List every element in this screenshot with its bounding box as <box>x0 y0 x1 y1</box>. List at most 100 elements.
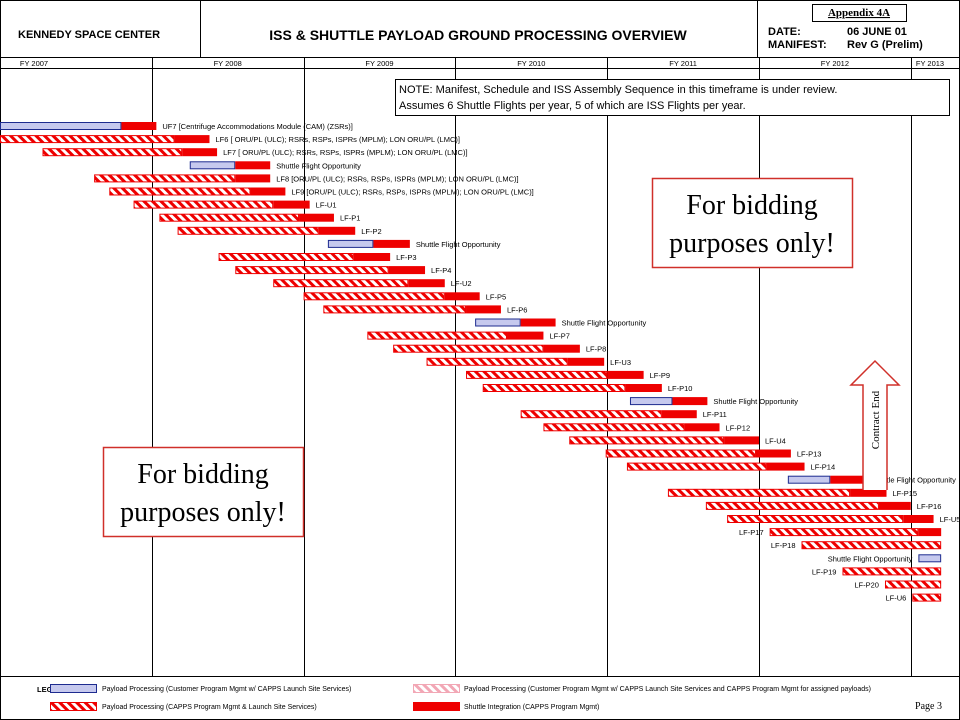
appendix-box <box>812 4 907 22</box>
capps-processing-bar <box>466 370 608 379</box>
capps-processing-bar <box>667 488 851 497</box>
note-line-2: Assumes 6 Shuttle Flights per year, 5 of… <box>399 100 746 112</box>
row-label: LF-P1 <box>340 214 360 223</box>
axis-tick-label: FY 2012 <box>821 59 849 68</box>
capps-processing-bar <box>569 436 725 445</box>
manifest-value: Rev G (Prelim) <box>847 39 923 51</box>
header: KENNEDY SPACE CENTER ISS & SHUTTLE PAYLO… <box>0 0 960 58</box>
watermark-box <box>651 177 854 269</box>
capps-processing-bar <box>218 253 354 261</box>
shuttle-integration-bar <box>520 318 556 327</box>
capps-processing-bar <box>912 593 942 602</box>
capps-processing-bar <box>482 384 626 392</box>
legend-swatch-capps <box>50 702 97 711</box>
row-label: LF-U2 <box>451 279 472 288</box>
row-label: LF-P4 <box>431 266 451 275</box>
capps-processing-bar <box>884 580 942 589</box>
axis-tick-label: FY 2009 <box>365 59 393 68</box>
shuttle-integration-bar <box>235 174 271 183</box>
row-label: LF-P9 <box>650 371 670 380</box>
shuttle-integration-bar <box>607 370 644 379</box>
shuttle-integration-bar <box>684 423 720 432</box>
shuttle-integration-bar <box>830 475 866 484</box>
capps-processing-bar <box>605 449 756 458</box>
row-label: Shuttle Flight Opportunity <box>828 554 913 563</box>
page-title: ISS & SHUTTLE PAYLOAD GROUND PROCESSING … <box>269 27 687 43</box>
customer-processing-bar <box>475 318 521 327</box>
watermark-box <box>102 446 305 538</box>
row-label: LF-P19 <box>812 567 837 576</box>
note-box <box>395 79 950 116</box>
row-label: LF-U5 <box>940 515 960 524</box>
axis-tick-label: FY 2010 <box>517 59 545 68</box>
row-label: Shuttle Flight Opportunity <box>276 161 361 170</box>
shuttle-integration-bar <box>121 122 157 130</box>
watermark-top-right: For bidding purposes only! <box>651 177 854 269</box>
shuttle-integration-bar <box>507 331 544 340</box>
watermark-line-1: For bidding <box>686 190 817 221</box>
shuttle-integration-bar <box>174 135 210 144</box>
org-name: KENNEDY SPACE CENTER <box>18 29 160 41</box>
capps-processing-bar <box>426 357 568 366</box>
capps-processing-bar <box>769 528 919 537</box>
shuttle-integration-bar <box>318 226 356 235</box>
row-label: LF-P14 <box>811 463 836 472</box>
shuttle-integration-bar <box>235 161 271 170</box>
appendix-label: Appendix 4A <box>828 7 890 19</box>
shuttle-integration-bar <box>408 279 445 288</box>
row-label: LF-P10 <box>668 384 693 393</box>
row-label: LF-U6 <box>885 594 906 603</box>
row-label: LF-U4 <box>765 436 786 445</box>
capps-processing-bar <box>0 135 175 144</box>
capps-processing-bar <box>393 344 544 353</box>
capps-processing-bar <box>842 567 942 576</box>
page-number: Page 3 <box>915 701 942 712</box>
watermark-line-1: For bidding <box>137 459 268 490</box>
shuttle-integration-bar <box>543 344 580 353</box>
legend-swatch-customer <box>50 684 97 693</box>
capps-processing-bar <box>705 501 879 510</box>
capps-processing-bar <box>235 266 389 275</box>
watermark-line-2: purposes only! <box>120 497 286 528</box>
capps-processing-bar <box>801 541 942 550</box>
axis-tick-label: FY 2007 <box>20 59 48 68</box>
row-label: LF-P11 <box>703 410 727 419</box>
capps-processing-bar <box>177 226 319 235</box>
customer-processing-bar <box>918 554 942 563</box>
up-arrow-icon <box>849 359 901 490</box>
row-label: LF7 [ ORU/PL (ULC); RSRs, RSPs, ISPRs (M… <box>223 148 467 157</box>
shuttle-integration-bar <box>918 528 942 537</box>
shuttle-integration-bar <box>353 253 391 261</box>
customer-processing-bar <box>327 239 374 248</box>
row-label: Shuttle Flight Opportunity <box>416 240 501 249</box>
legend-item-customer: Payload Processing (Customer Program Mgm… <box>102 686 351 693</box>
capps-processing-bar <box>133 200 274 209</box>
customer-processing-bar <box>787 475 831 484</box>
shuttle-integration-bar <box>755 449 791 458</box>
manifest-label: MANIFEST: <box>768 39 827 51</box>
date-value: 06 JUNE 01 <box>847 26 907 38</box>
row-label: LF-P5 <box>486 292 506 301</box>
capps-processing-bar <box>42 148 183 157</box>
capps-processing-bar <box>109 187 251 196</box>
row-label: Shuttle Flight Opportunity <box>713 397 798 406</box>
note-line-1: NOTE: Manifest, Schedule and ISS Assembl… <box>399 84 837 96</box>
row-label: LF-P20 <box>854 581 879 590</box>
watermark-line-2: purposes only! <box>669 228 835 259</box>
shuttle-integration-bar <box>273 200 310 209</box>
capps-processing-bar <box>520 410 662 419</box>
customer-processing-bar <box>189 161 236 170</box>
legend-item-customer-capps: Payload Processing (Customer Program Mgm… <box>464 686 871 693</box>
row-label: Shuttle Flight Opportunity <box>871 476 956 485</box>
shuttle-integration-bar <box>661 410 697 419</box>
contract-end-label: Contract End <box>870 390 882 449</box>
legend: LEGEND: Payload Processing (Customer Pro… <box>0 676 960 712</box>
shuttle-integration-bar <box>444 292 480 301</box>
row-label: LF-P16 <box>917 502 942 511</box>
customer-processing-bar <box>629 397 673 406</box>
row-label: LF9 [ORU/PL (ULC); RSRs, RSPs, ISPRs (MP… <box>291 188 533 197</box>
legend-swatch-shuttle <box>413 702 460 711</box>
axis-tick-label: FY 2013 <box>916 59 944 68</box>
